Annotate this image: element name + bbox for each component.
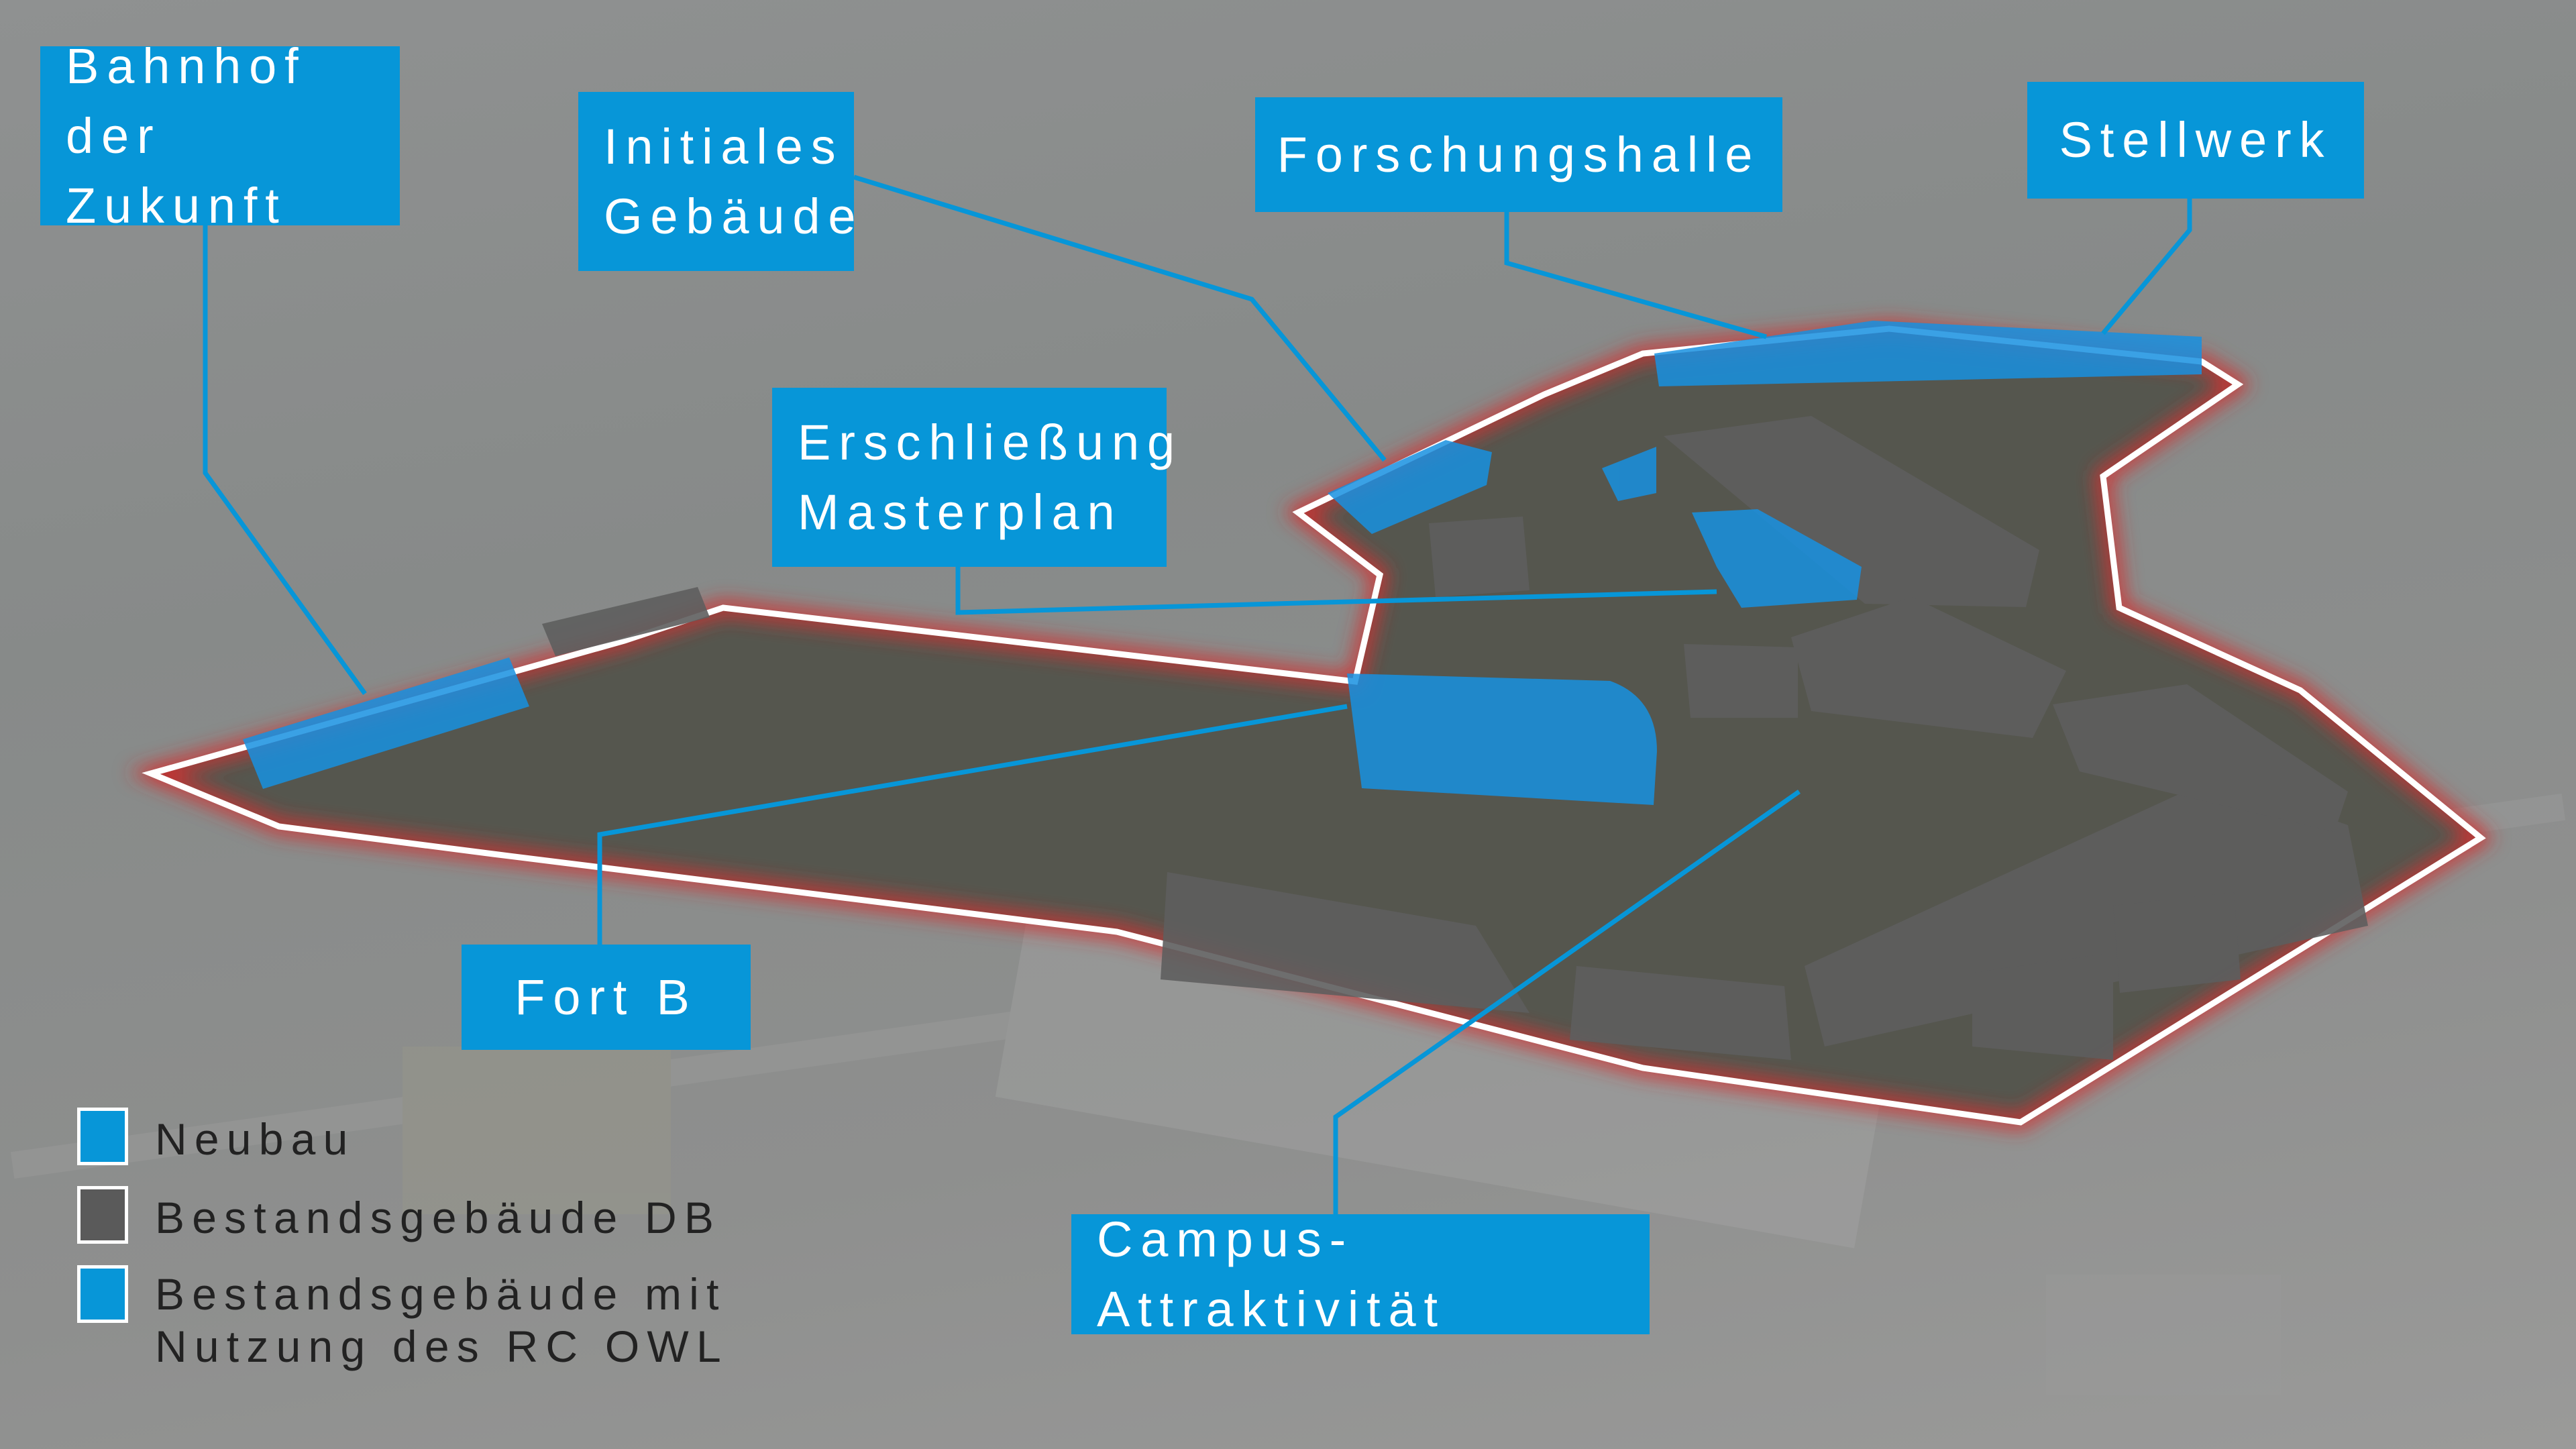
label-line: Forschungshalle bbox=[1277, 126, 1761, 182]
legend-item-neubau: Neubau bbox=[77, 1108, 356, 1165]
label-line: Erschließung bbox=[798, 414, 1183, 470]
label-forschungshalle: Forschungshalle bbox=[1255, 97, 1782, 212]
label-erschliessung-masterplan: Erschließung Masterplan bbox=[772, 388, 1183, 567]
leader-fort-b bbox=[597, 704, 1348, 945]
leader-bahnhof bbox=[203, 225, 367, 696]
building-erschliessung bbox=[1692, 509, 1862, 608]
label-line: Masterplan bbox=[798, 484, 1123, 540]
leader-erschliessung bbox=[955, 567, 1717, 615]
label-initiales-gebaeude: Initiales Gebäude bbox=[578, 92, 864, 271]
label-line: Stellwerk bbox=[2059, 112, 2332, 168]
label-fort-b: Fort B bbox=[462, 945, 751, 1050]
label-line: Bahnhof der bbox=[66, 38, 307, 164]
legend-item-bestand-rc-owl: Bestandsgebäude mit Nutzung des RC OWL bbox=[77, 1265, 729, 1373]
legend-label-line: Nutzung des RC OWL bbox=[155, 1322, 729, 1371]
leader-lines bbox=[203, 174, 2192, 1214]
legend-label: Bestandsgebäude DB bbox=[155, 1193, 722, 1242]
building-initiales bbox=[1328, 440, 1492, 534]
new-buildings bbox=[243, 321, 2202, 805]
label-campus-attraktivitaet: Campus-Attraktivität bbox=[1071, 1212, 1650, 1337]
legend-swatch-blue bbox=[77, 1108, 128, 1165]
leader-campus bbox=[1333, 790, 1801, 1214]
legend-label-line: Bestandsgebäude mit bbox=[155, 1269, 727, 1319]
leader-forschungshalle bbox=[1504, 212, 1767, 339]
leader-stellwerk bbox=[2101, 199, 2192, 335]
building-stellwerk-small bbox=[1602, 447, 1656, 501]
label-stellwerk: Stellwerk bbox=[2027, 82, 2364, 199]
label-line: Fort B bbox=[515, 969, 698, 1025]
existing-db-buildings bbox=[542, 416, 2368, 1060]
legend-label: Neubau bbox=[155, 1114, 356, 1164]
label-line: Gebäude bbox=[604, 188, 864, 244]
label-line: Initiales bbox=[604, 118, 844, 174]
building-u-shaped bbox=[1347, 674, 1657, 805]
building-forschungshalle bbox=[1654, 321, 2202, 386]
building-bahnhof bbox=[243, 657, 529, 789]
label-line: Campus-Attraktivität bbox=[1097, 1211, 1446, 1337]
label-line: Zukunft bbox=[66, 177, 287, 233]
legend-label: Bestandsgebäude mit Nutzung des RC OWL bbox=[128, 1268, 729, 1373]
label-bahnhof-der-zukunft: Bahnhof der Zukunft bbox=[40, 38, 400, 233]
legend-item-bestand-db: Bestandsgebäude DB bbox=[77, 1186, 721, 1244]
legend-swatch-gray bbox=[77, 1186, 128, 1244]
leader-initiales bbox=[853, 174, 1387, 462]
legend-swatch-blue bbox=[77, 1265, 128, 1323]
